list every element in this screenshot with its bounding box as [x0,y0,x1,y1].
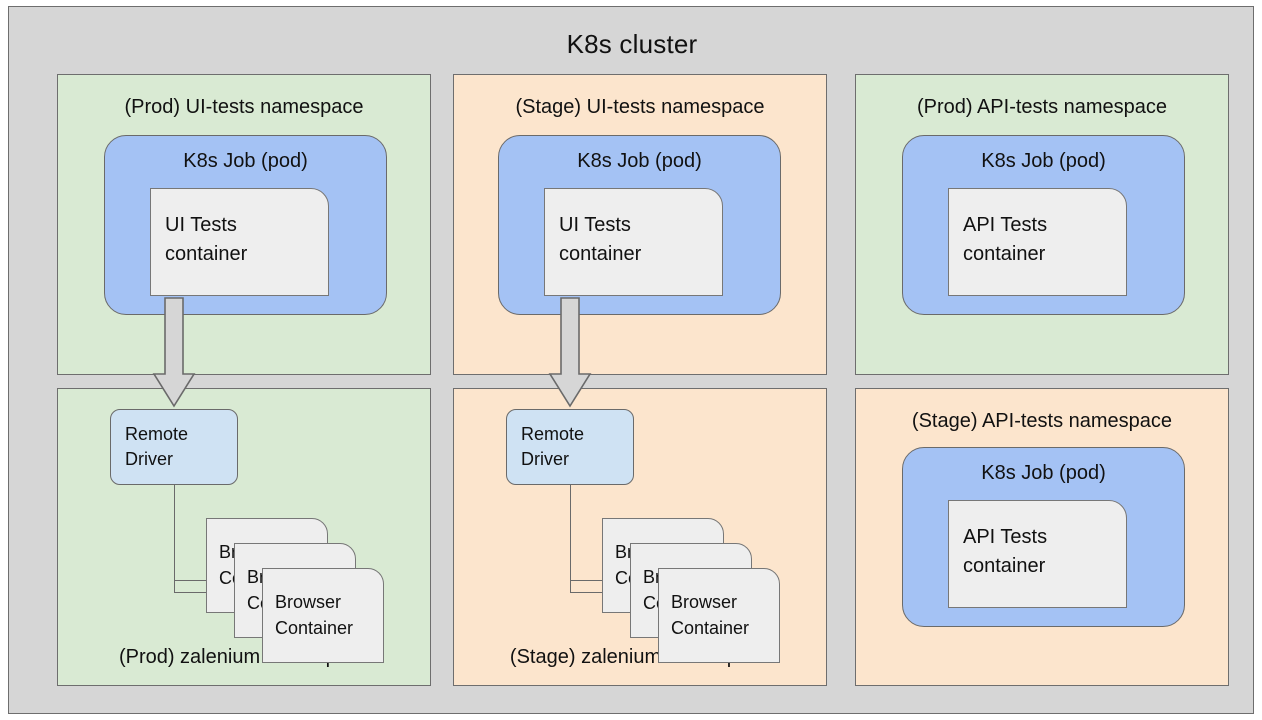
container-api-tests: API Tests container [948,188,1127,296]
container-line-2: container [165,243,248,265]
browser-container-line-2: Container [671,618,750,639]
container-line-1: API Tests [963,526,1048,548]
connector-hline-stage-1 [570,580,610,581]
connector-vline-stage [570,485,571,592]
namespace-stage-ui-tests: (Stage) UI-tests namespace K8s Job (pod)… [453,74,827,375]
namespace-prod-api-tests: (Prod) API-tests namespace K8s Job (pod)… [855,74,1229,375]
browser-container-line-1: Browser [275,592,342,612]
remote-driver-stage: Remote Driver [506,409,634,485]
browser-container-3: Browser Container [262,568,384,663]
pod-title: K8s Job (pod) [981,150,1106,172]
cluster-title: K8s cluster [566,29,698,59]
pod-prod-ui-tests: K8s Job (pod) UI Tests container [104,135,387,315]
namespace-prod-zalenium: (Prod) zalenium namespace Remote Driver … [57,388,431,686]
browser-container-3: Browser Container [658,568,780,663]
browser-container-line-2: Container [275,618,354,639]
namespace-label: (Prod) API-tests namespace [916,96,1168,118]
pod-prod-api-tests: K8s Job (pod) API Tests container [902,135,1185,315]
container-ui-tests: UI Tests container [544,188,723,296]
namespace-label: (Prod) UI-tests namespace [124,96,364,118]
remote-driver-prod: Remote Driver [110,409,238,485]
namespace-label: (Stage) API-tests namespace [911,410,1173,432]
connector-hline-prod-1 [174,580,214,581]
remote-driver-line-1: Remote [125,424,189,444]
container-api-tests: API Tests container [948,500,1127,608]
block-arrow-prod [152,297,196,408]
container-line-2: container [963,243,1046,265]
remote-driver-line-2: Driver [125,449,173,470]
remote-driver-line-1: Remote [521,424,585,444]
browser-container-line-1: Browser [671,592,738,612]
pod-title: K8s Job (pod) [577,150,702,172]
pod-title: K8s Job (pod) [981,462,1106,484]
container-ui-tests: UI Tests container [150,188,329,296]
pod-stage-api-tests: K8s Job (pod) API Tests container [902,447,1185,627]
container-line-2: container [559,243,642,265]
namespace-stage-api-tests: (Stage) API-tests namespace K8s Job (pod… [855,388,1229,686]
connector-vline-prod [174,485,175,592]
namespace-prod-ui-tests: (Prod) UI-tests namespace K8s Job (pod) … [57,74,431,375]
pod-title: K8s Job (pod) [183,150,308,172]
pod-stage-ui-tests: K8s Job (pod) UI Tests container [498,135,781,315]
container-line-1: API Tests [963,214,1048,236]
namespace-stage-zalenium: (Stage) zalenium namespace Remote Driver… [453,388,827,686]
block-arrow-stage [548,297,592,408]
container-line-1: UI Tests [165,214,237,236]
remote-driver-line-2: Driver [521,449,569,470]
namespace-label: (Stage) UI-tests namespace [515,96,765,118]
container-line-2: container [963,555,1046,577]
container-line-1: UI Tests [559,214,631,236]
